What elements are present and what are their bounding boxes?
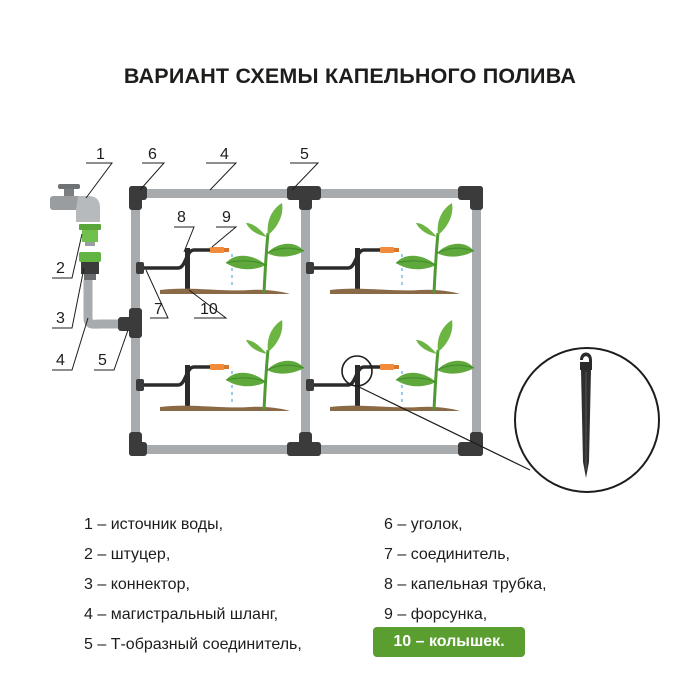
plant-icon [394,201,476,295]
fitting-connector [79,252,101,280]
fitting-shtutser [79,224,101,246]
fittings [118,186,483,456]
callout-5: 5 [98,352,107,369]
callout-2: 2 [56,260,65,277]
plant-icon [394,318,476,412]
callout-3: 3 [56,310,65,327]
callout-9: 9 [222,209,231,226]
callout-8: 8 [177,209,186,226]
legend-item-9: 9 – форсунка, [384,606,488,623]
callout-lines [52,162,320,371]
legend-item-3: 3 – коннектор, [84,576,190,593]
tee-left-inlet [118,308,142,338]
corner-top-left [129,186,147,210]
diagram-title: ВАРИАНТ СХЕМЫ КАПЕЛЬНОГО ПОЛИВА [123,64,577,88]
plant-icon [224,318,306,412]
callout-4b: 4 [220,146,229,163]
stake-icon [580,352,592,478]
callout-1: 1 [96,146,105,163]
faucet-icon [50,184,100,222]
legend-item-7: 7 – соединитель, [384,546,510,563]
callout-6: 6 [148,146,157,163]
legend-item-10-highlight: 10 – колышек. [373,627,525,657]
corner-bottom-right [458,432,483,456]
plant-icon [224,201,306,295]
legend-item-8: 8 – капельная трубка, [384,576,547,593]
legend-item-5: 5 – Т-образный соединитель, [84,636,302,653]
main-pipes [83,189,481,454]
tee-bottom-middle [287,432,321,456]
callout-7: 7 [154,301,163,318]
callout-4: 4 [56,352,65,369]
legend-item-2: 2 – штуцер, [84,546,171,563]
corner-top-right [458,186,483,210]
corner-bottom-left [129,432,147,456]
legend-item-6: 6 – уголок, [384,516,463,533]
tee-top-middle [287,186,321,210]
callout-10: 10 [200,301,218,318]
legend-item-4: 4 – магистральный шланг, [84,606,279,623]
callout-numbers: 1 2 3 4 5 6 4 5 8 9 7 10 [56,146,309,369]
legend-item-1: 1 – источник воды, [84,516,224,533]
callout-5b: 5 [300,146,309,163]
